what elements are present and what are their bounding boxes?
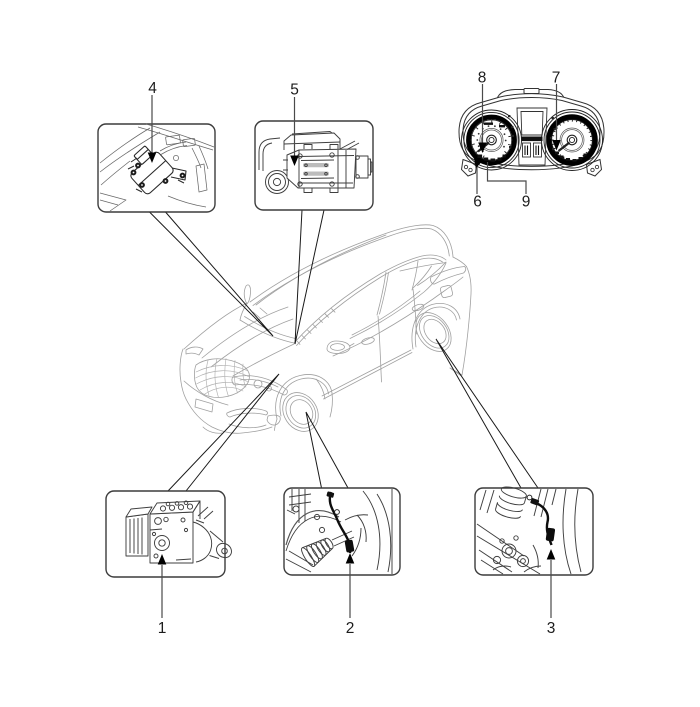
svg-text:1: 1	[158, 620, 167, 637]
svg-text:8: 8	[478, 70, 487, 87]
svg-text:4: 4	[148, 80, 157, 97]
svg-text:2: 2	[346, 620, 355, 637]
svg-text:7: 7	[552, 70, 561, 87]
svg-text:5: 5	[290, 82, 299, 99]
svg-text:3: 3	[547, 620, 556, 637]
svg-text:9: 9	[522, 194, 531, 211]
svg-text:6: 6	[473, 194, 482, 211]
